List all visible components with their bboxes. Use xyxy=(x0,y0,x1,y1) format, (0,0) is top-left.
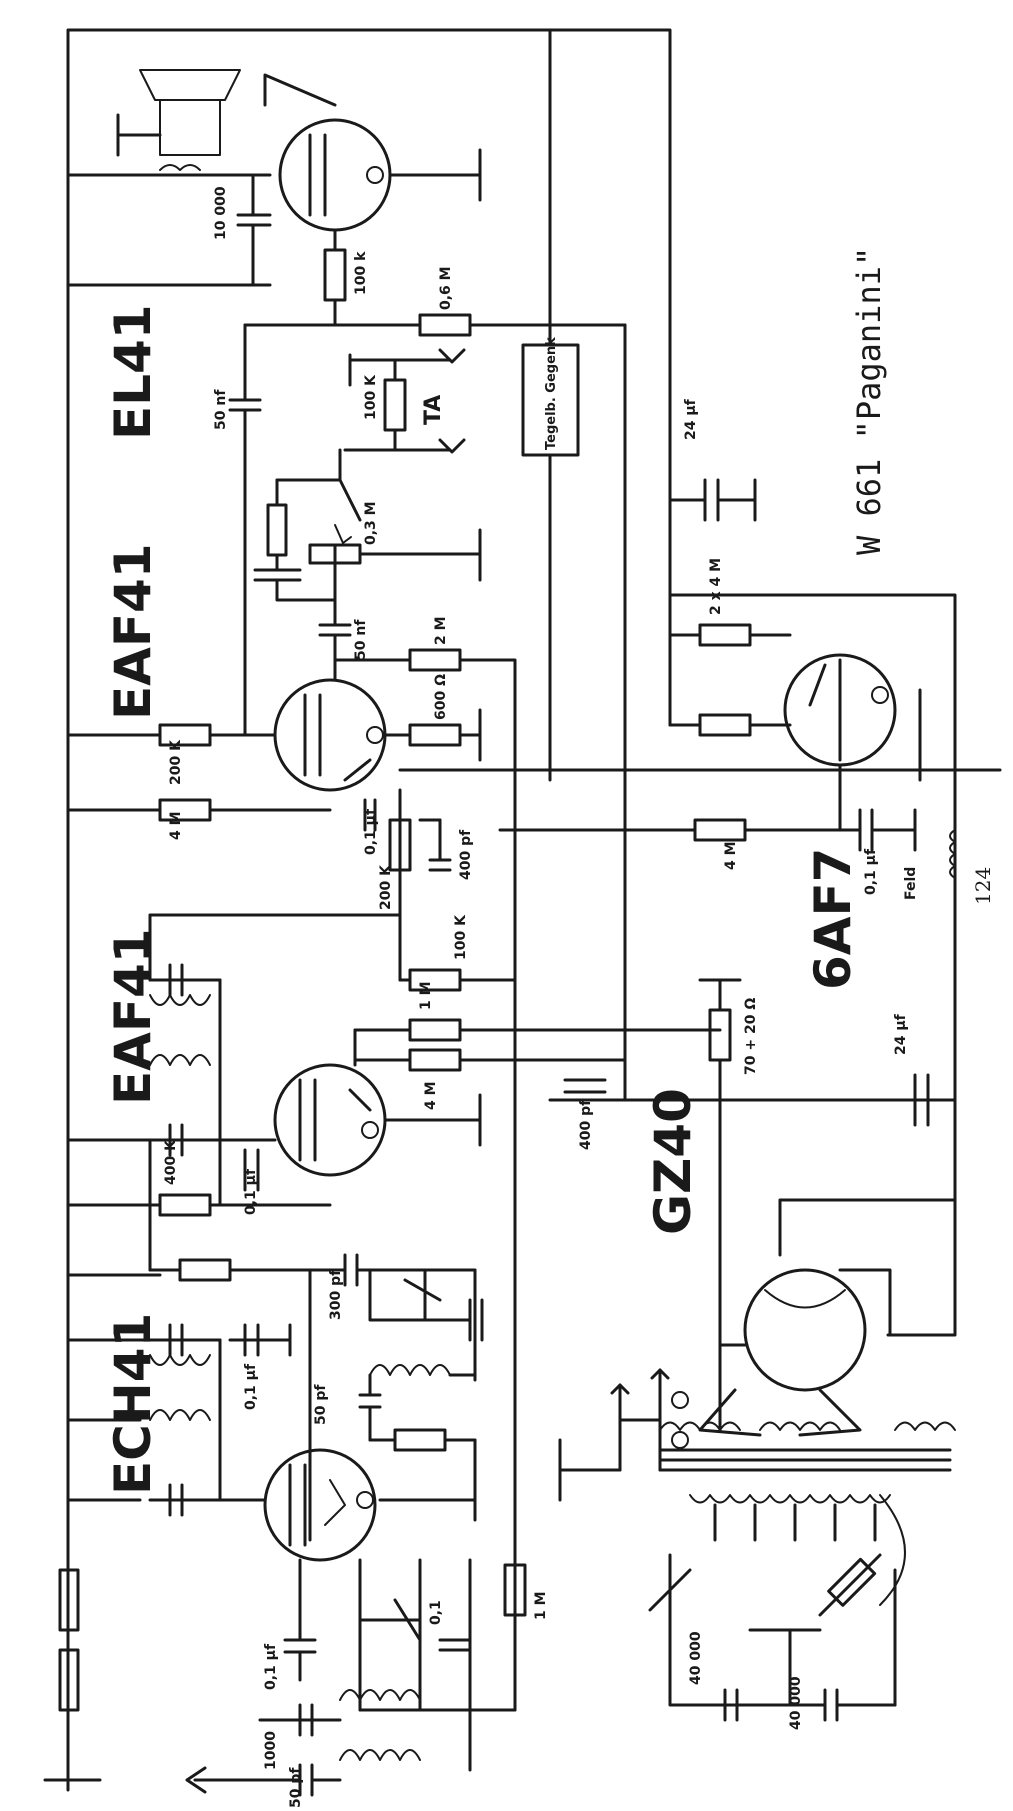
c-50nf-b-label: 50 nf xyxy=(353,619,369,660)
tube-el41-label: EL41 xyxy=(104,304,162,440)
eaf41-af-stage: 0,3 M 50 nf 2 M 600 Ω 200 K 4 M xyxy=(148,448,1002,982)
c-01uf-c-label: 0,1 µf xyxy=(263,1643,279,1690)
r-4m-a-label: 4 M xyxy=(168,811,184,840)
tube-gz40-label: GZ40 xyxy=(644,1088,702,1235)
r-100k-ta-label: 100 K xyxy=(363,374,379,420)
filter-cap-top: 24 µf xyxy=(668,398,757,522)
num-124: 124 xyxy=(971,867,995,905)
r-200k-b-label: 200 K xyxy=(378,864,394,910)
r-600-label: 600 Ω xyxy=(433,674,449,720)
ta-label: TA xyxy=(421,395,446,425)
c-50nf-a-label: 50 nf xyxy=(213,389,229,430)
c-01uf-a-label: 0,1 µf xyxy=(363,808,379,855)
c-01-c-label: 0,1 µf xyxy=(243,1363,259,1410)
c-300pf-label: 300 pf xyxy=(328,1269,344,1320)
schematic-title: W 661 "Paganini" xyxy=(850,247,888,555)
c-24uf-b-label: 24 µf xyxy=(893,1013,909,1055)
tube-eaf41-b-label: EAF41 xyxy=(104,928,162,1105)
c-24uf-top-label: 24 µf xyxy=(683,398,699,440)
gegenk-label: Tegelb. Gegenk xyxy=(544,337,559,450)
el41-stage: 10 000 100 k 0,6 M 50 nf 100 K TA Tegelb… xyxy=(116,28,627,1102)
r-400k-label: 400 K xyxy=(163,1139,179,1185)
r-2x4m-label: 2 x 4 M xyxy=(708,558,724,615)
tube-6af7-label: 6AF7 xyxy=(804,848,862,990)
c-40000-a-label: 40 000 xyxy=(688,1631,704,1685)
c-400pf-b-label: 400 pf xyxy=(578,1099,594,1150)
c-10000-label: 10 000 xyxy=(213,186,229,240)
r-06m-label: 0,6 M xyxy=(438,266,454,310)
tube-eaf41-a-label: EAF41 xyxy=(104,543,162,720)
c-50pf-b-label: 50 pf xyxy=(288,1767,304,1808)
r-2m-label: 2 M xyxy=(433,616,449,645)
r-4m-b-label: 4 M xyxy=(723,841,739,870)
gz40-power-supply: 40 000 40 000 xyxy=(558,1198,957,1730)
c-50pf-a-label: 50 pf xyxy=(313,1384,329,1425)
r-200k-label: 200 K xyxy=(168,739,184,785)
c-400pf-label: 400 pf xyxy=(458,829,474,880)
c-01uf-b-label: 0,1 µf xyxy=(243,1168,259,1215)
c-01-d-label: 0,1 xyxy=(428,1600,444,1625)
c-01uf-feld-label: 0,1 µf xyxy=(863,848,879,895)
c-40000-b-label: 40 000 xyxy=(788,1676,804,1730)
eaf41-if-stage: 100 K 1 M 4 M 70 + 20 Ω 24 µf 400 pf 400… xyxy=(148,914,957,1432)
r-1m-a-label: 1 M xyxy=(418,981,434,1010)
r-100k-c-label: 100 K xyxy=(453,914,469,960)
r-4m-c-label: 4 M xyxy=(423,1081,439,1110)
ech41-mixer-stage: 0,1 µf 300 pf 50 pf xyxy=(58,978,549,1808)
tube-ech41-label: ECH41 xyxy=(104,1313,162,1495)
r-03m-label: 0,3 M xyxy=(363,501,379,545)
c-1000-label: 1000 xyxy=(263,1731,279,1770)
r-1m-b-label: 1 M xyxy=(533,1591,549,1620)
feld-label: Feld xyxy=(903,867,919,900)
r-70-20-label: 70 + 20 Ω xyxy=(743,998,759,1075)
6af7-tuning-indicator: 2 x 4 M 4 M 0,1 µf Feld 124 xyxy=(498,558,995,905)
r-100k-top-label: 100 k xyxy=(353,251,369,295)
